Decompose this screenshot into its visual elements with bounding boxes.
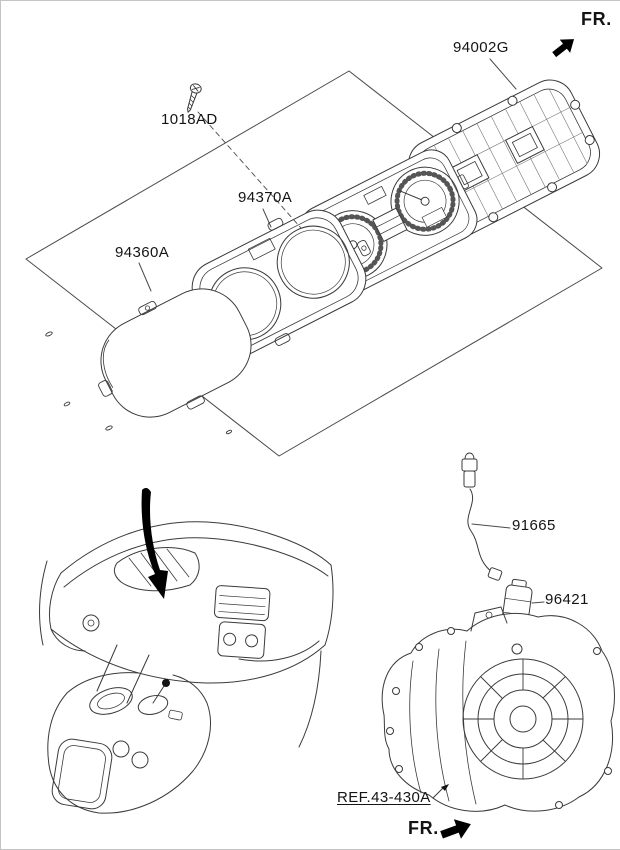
small-clip-marks	[45, 331, 233, 435]
callout-94002G[interactable]: 94002G	[453, 39, 509, 56]
leader-lines	[138, 58, 545, 604]
callout-94360A[interactable]: 94360A	[115, 244, 170, 261]
callout-96421[interactable]: 96421	[545, 591, 589, 608]
install-arrow	[141, 487, 168, 599]
ref-arrow	[432, 784, 449, 799]
screw-illustration	[187, 83, 202, 113]
leader-harness	[471, 523, 511, 529]
leader-sensor	[531, 601, 545, 604]
cluster-lens-illustration	[98, 288, 252, 418]
callout-91665[interactable]: 91665	[512, 517, 556, 534]
callout-ref-43-430A[interactable]: REF.43-430A	[337, 789, 431, 806]
leader-housing	[489, 58, 517, 90]
wiring-harness-illustration	[461, 452, 503, 581]
fr-arrow-bottom-icon	[440, 819, 471, 839]
leader-lens	[138, 262, 152, 292]
transmission-illustration	[381, 606, 615, 812]
callout-94370A[interactable]: 94370A	[238, 189, 293, 206]
leader-screw	[197, 111, 302, 229]
fr-label-bottom: FR.	[408, 818, 439, 838]
fr-arrow-top-icon	[552, 39, 575, 58]
dashboard-illustration	[39, 487, 334, 814]
callout-1018AD[interactable]: 1018AD	[161, 111, 218, 128]
leader-bezel	[262, 208, 272, 228]
fr-label-top: FR.	[581, 9, 612, 29]
